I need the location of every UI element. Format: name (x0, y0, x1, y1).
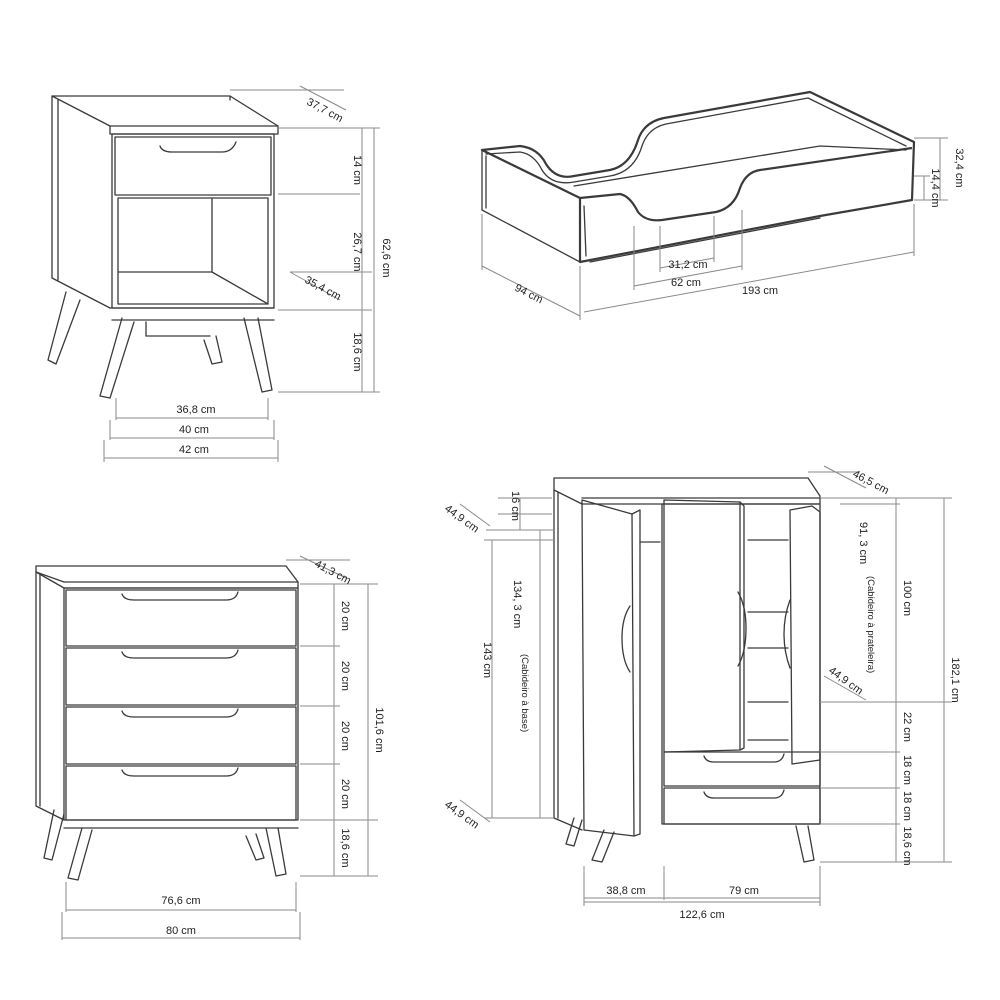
dresser-inner-width-label: 76,6 cm (161, 895, 200, 907)
wardrobe-door-depth-bottom-label: 44,9 cm (442, 799, 481, 832)
nightstand-dimensions (103, 85, 380, 462)
wardrobe-door-height-label: 143 cm (481, 642, 493, 678)
trundle-depth-label: 94 cm (513, 282, 545, 306)
trundle-opening-inner-label: 31,2 cm (668, 259, 707, 271)
wardrobe-drawer-18b-label: 18 cm (901, 791, 913, 821)
dresser-total-height-label: 101,6 cm (373, 707, 385, 752)
wardrobe-shelf-height-label: 91, 3 cm (857, 522, 869, 564)
trundle-length-label: 193 cm (742, 285, 778, 297)
wardrobe-right-width-label: 79 cm (729, 885, 759, 897)
trundle-height-label: 32,4 cm (953, 148, 965, 187)
wardrobe-rod-height-label: 134, 3 cm (511, 580, 523, 628)
wardrobe-shelf-note: (Cabideiro à prateleira) (865, 576, 876, 673)
wardrobe-left-width-label: 38,8 cm (606, 885, 645, 897)
wardrobe-upper-height-label: 100 cm (901, 580, 913, 616)
dresser-leg-height-label: 18,6 cm (339, 828, 351, 867)
nightstand-depth-label: 37,7 cm (305, 96, 345, 125)
wardrobe-dimensions (459, 465, 952, 906)
wardrobe-total-height-label: 182,1 cm (949, 657, 961, 702)
trundle-drawing (480, 90, 916, 264)
dresser-total-width-label: 80 cm (166, 925, 196, 937)
dresser-drawing (35, 565, 299, 881)
trundle-opening-outer-label: 62 cm (671, 277, 701, 289)
dresser-depth-label: 41,3 cm (313, 558, 353, 587)
nightstand-inner-width-label: 36,8 cm (176, 404, 215, 416)
nightstand-total-width-label: 42 cm (179, 444, 209, 456)
trundle-front-height-label: 14,4 cm (929, 168, 941, 207)
wardrobe-drawing (553, 477, 821, 863)
dresser-drawer-1-label: 20 cm (339, 601, 351, 631)
trundle-dimensions (481, 137, 948, 320)
wardrobe-door-depth-top-label: 44,9 cm (442, 503, 481, 536)
wardrobe-gap-22-label: 22 cm (901, 712, 913, 742)
dresser-drawer-2-label: 20 cm (339, 661, 351, 691)
wardrobe-leg-height-label: 18,6 cm (901, 826, 913, 865)
dresser-dimensions (61, 555, 378, 940)
dresser-drawer-4-label: 20 cm (339, 779, 351, 809)
dresser-drawer-3-label: 20 cm (339, 721, 351, 751)
wardrobe-top-gap-label: 16 cm (509, 491, 521, 521)
nightstand-total-height-label: 62,6 cm (380, 238, 392, 277)
nightstand-niche-height-label: 26,7 cm (351, 232, 363, 271)
nightstand-drawer-height-label: 14 cm (351, 155, 363, 185)
nightstand-niche-depth-label: 35,4 cm (303, 274, 343, 303)
wardrobe-rod-note: (Cabideiro à base) (519, 654, 530, 732)
wardrobe-drawer-18a-label: 18 cm (901, 755, 913, 785)
nightstand-leg-height-label: 18,6 cm (351, 332, 363, 371)
nightstand-drawing (47, 95, 279, 399)
wardrobe-total-width-label: 122,6 cm (679, 909, 724, 921)
nightstand-body-width-label: 40 cm (179, 424, 209, 436)
